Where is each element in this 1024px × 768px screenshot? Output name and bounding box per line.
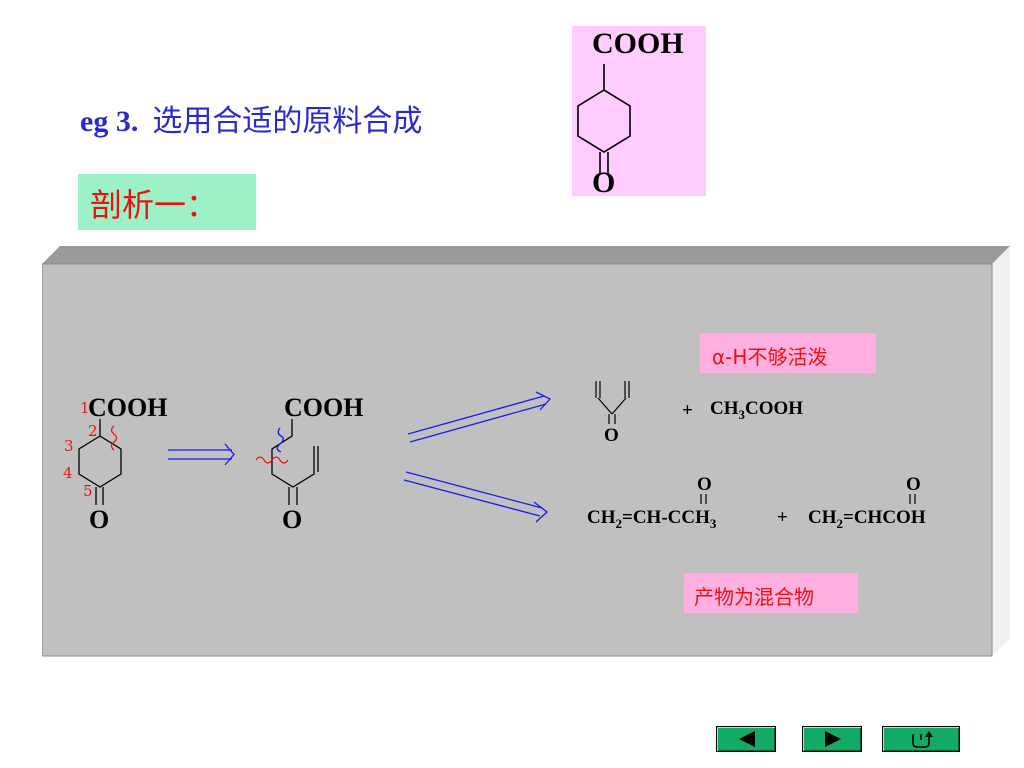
intermediate-cooh-label: COOH: [284, 393, 363, 422]
carbon-number-4: 4: [63, 464, 73, 482]
next-icon: [825, 731, 841, 747]
route1-plus: +: [682, 400, 693, 421]
target-cooh-label: COOH: [592, 27, 684, 60]
start-cooh-label: COOH: [88, 393, 167, 422]
route1-oxygen-label: O: [604, 425, 619, 446]
route2-plus: +: [777, 507, 788, 528]
alpha-h-note: α-H不够活泼: [700, 333, 876, 373]
acrylic-carbonyl-oxygen: O: [906, 474, 921, 495]
route-1-products: O + CH3COOH: [595, 381, 803, 446]
acrylic-acid-formula: CH2=CHCOH: [808, 507, 926, 531]
previous-icon: [739, 731, 755, 747]
carbon-number-3: 3: [64, 437, 74, 455]
analysis-label-text: 剖析一：: [90, 186, 219, 224]
mixture-note-text: 产物为混合物: [694, 585, 814, 609]
disconnection-mark-blue: [276, 427, 284, 453]
carbon-number-1: 1: [80, 399, 90, 417]
route-2-products: O CH2=CH-CCH3 + O CH2=CHCOH: [587, 474, 926, 531]
disconnection-mark-c2: [110, 425, 118, 451]
arrow-to-route-1: [407, 391, 552, 443]
next-slide-button[interactable]: [802, 726, 862, 752]
carbon-number-2: 2: [88, 422, 98, 440]
methyl-vinyl-ketone-formula: CH2=CH-CCH3: [587, 507, 717, 531]
cyclohexanone-carboxylic-acid-structure: COOH O: [577, 27, 684, 196]
title-text: 选用合适的原料合成: [152, 104, 423, 139]
start-oxygen-label: O: [89, 505, 109, 534]
target-molecule: COOH O: [572, 26, 706, 196]
arrow-to-route-2: [403, 471, 549, 523]
carbon-number-5: 5: [83, 482, 93, 500]
example-number: eg 3.: [80, 105, 139, 138]
intermediate-molecule: COOH O: [255, 393, 363, 534]
slide-title: eg 3. 选用合适的原料合成: [80, 96, 422, 140]
previous-slide-button[interactable]: [716, 726, 776, 752]
alpha-h-note-text: α-H不够活泼: [712, 345, 828, 369]
disconnection-mark-red: [255, 456, 289, 464]
target-oxygen-label: O: [592, 166, 615, 196]
intermediate-oxygen-label: O: [282, 505, 302, 534]
start-molecule: COOH O 1 2 3 4 5: [63, 393, 167, 534]
return-icon: [912, 731, 933, 748]
retro-arrow-1: [168, 443, 235, 466]
return-button[interactable]: [882, 726, 960, 752]
retrosynthesis-panel: COOH O 1 2 3 4 5 COOH: [42, 246, 1010, 657]
mvk-carbonyl-oxygen: O: [697, 474, 712, 495]
acetic-acid-formula: CH3COOH: [710, 398, 803, 422]
mixture-note: 产物为混合物: [684, 573, 858, 613]
analysis-label: 剖析一：: [78, 174, 256, 230]
